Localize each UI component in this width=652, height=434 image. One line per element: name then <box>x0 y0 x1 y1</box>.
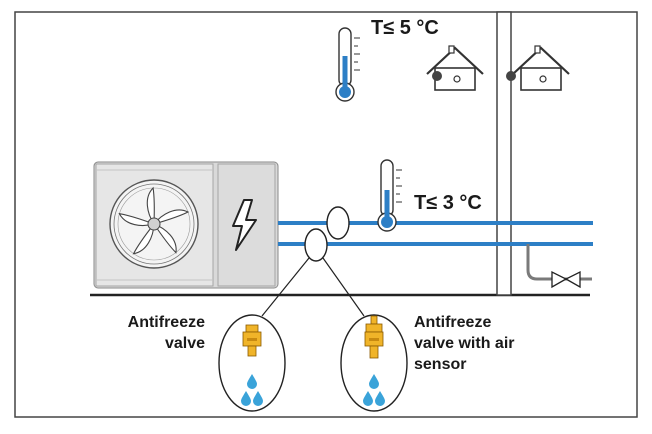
diagram-frame <box>14 11 638 418</box>
antifreeze-valve-air-label-line1: Antifreeze <box>414 314 492 331</box>
antifreeze-valve-air-label-line3: sensor <box>414 356 467 373</box>
antifreeze-valve-icon <box>242 324 262 357</box>
antifreeze-valve-air-label: Antifreeze valve with air sensor <box>414 312 515 375</box>
valve-marker-lower <box>304 228 328 262</box>
antifreeze-valve-air-label-line2: valve with air <box>414 335 515 352</box>
house-icon <box>426 45 484 91</box>
thermometer-icon <box>335 27 360 102</box>
callout-antifreeze-valve <box>218 314 286 412</box>
thermometer-icon <box>377 159 402 232</box>
callout-lines <box>261 257 365 317</box>
gate-valve-icon <box>551 270 581 289</box>
antifreeze-valve-label-line1: Antifreeze <box>127 314 205 331</box>
antifreeze-valve-label-line2: valve <box>164 335 205 352</box>
house-icon <box>506 45 570 91</box>
lightning-icon <box>232 199 257 251</box>
outdoor-temp-label: T≤ 5 °C <box>371 17 439 39</box>
fan-icon <box>109 179 199 269</box>
pipe-temp-label: T≤ 3 °C <box>414 192 482 214</box>
callout-antifreeze-valve-air <box>340 314 408 412</box>
valve-marker-upper <box>326 206 350 240</box>
branch-pipe <box>526 244 592 281</box>
antifreeze-valve-label: Antifreeze valve <box>113 312 205 354</box>
pole <box>496 11 512 296</box>
antifreeze-valve-air-sensor-icon <box>364 315 384 359</box>
